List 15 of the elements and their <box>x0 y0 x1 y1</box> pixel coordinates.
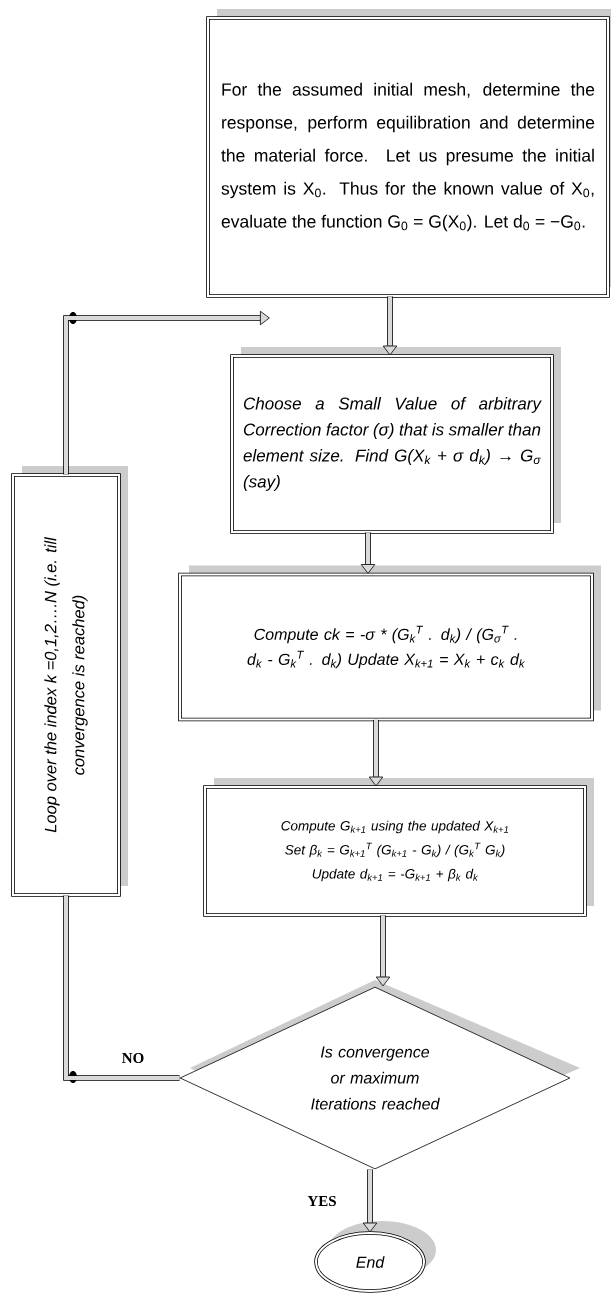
loop-box: Loop over the index k =0,1,2….N (i.e. till convergence is reached) <box>11 466 128 897</box>
process-box: For the assumed initial mesh, determine the response, perform equilibration and determine the material force. Let us presume the initial system is X$_{0}$. Thus for the known value of X$_{0}$, evaluate the function G$_{0}$ = G(X$_{0}$). Let d$_{0}$ = −G$_{0}$. <box>206 9 611 298</box>
arrow <box>368 719 384 787</box>
connector-line <box>63 895 180 1081</box>
arrow <box>375 915 391 987</box>
end-oval: End <box>314 1221 436 1293</box>
arrow <box>362 1169 378 1233</box>
arrow <box>360 532 376 574</box>
process-box: Compute ck = -σ * (G$_{k}$$^{T}$ . d$_{k}$) / (G$_{σ}$$^{T}$ . d$_{k}$ - G$_{k}$$^{T}$ . d$_{k}$) Update X$_{k+1}$ = X$_{k}$ + c$_{k}$ d$_{k}$ <box>178 565 601 722</box>
arrow <box>382 296 398 356</box>
process-box: Compute G$_{k+1}$ using the updated X$_{k+1}$ Set β$_{k}$ = G$_{k+1}$$^{T}$ (G$_{k+1}$ - G$_{k}$) / (G$_{k}$$^{T}$ G$_{k}$) Update d$_{k+1}$ = -G$_{k+1}$ + β$_{k}$ d$_{k}$ <box>203 778 594 917</box>
edge-label: NO <box>120 1051 146 1065</box>
edge-label: YES <box>306 1194 338 1208</box>
arrow <box>63 310 270 475</box>
process-box: Choose a Small Value of arbitrary Correction factor (σ) that is smaller than element size. Find G(X$_{k}$ + σ d$_{k}$) → G$_{σ}$ (say) <box>230 347 561 534</box>
